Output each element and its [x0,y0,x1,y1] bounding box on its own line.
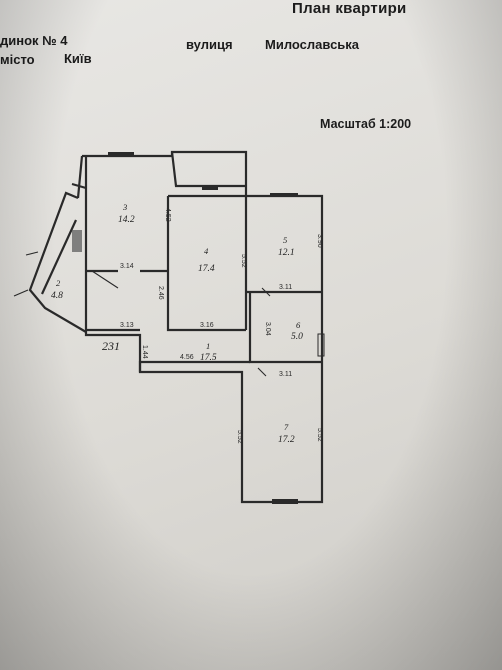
house-number: динок № 4 [0,33,68,48]
dim-label: 3.14 [120,263,134,270]
dim-label: 3.11 [279,284,292,291]
room-area: 4.8 [51,291,63,301]
dim-label: 5.52 [316,428,323,442]
room-6: 6 5.0 [291,320,303,342]
room-number: 1 [206,341,210,351]
interior-walls [86,194,322,372]
room-2: 2 4.8 [51,278,63,301]
apartment-code: 231 [102,339,120,353]
room-number: 7 [284,422,289,432]
dim-label: 3.04 [264,322,271,336]
room-area: 17.2 [278,435,295,445]
scale-label: Масштаб 1:200 [320,117,412,131]
outer-walls [28,150,324,504]
document-title: План квартири [292,0,407,17]
dim-label: 3.16 [200,322,214,329]
dim-label: 3.11 [279,371,292,378]
room-number: 3 [122,202,127,212]
room-number: 5 [283,235,287,245]
room-4: 4 17.4 [198,246,215,274]
street-value: Милославська [265,37,360,52]
room-5: 5 12.1 [278,235,295,258]
dim-label: 5.52 [240,254,247,268]
dim-label: 3.13 [120,322,134,329]
city-label: місто [0,52,35,67]
dim-label: 5.52 [236,430,243,444]
dim-label: 4.56 [180,354,194,361]
room-area: 12.1 [278,248,295,258]
room-1: 1 17.5 [200,341,217,363]
room-area: 17.5 [200,353,217,363]
dim-label: 1.44 [141,345,148,359]
dim-label: 2.46 [157,286,164,300]
dimension-labels: 4.52 3.14 3.13 5.52 2.46 3.16 3.90 3.11 … [120,208,323,444]
room-7: 7 17.2 [278,422,295,445]
room-number: 4 [204,246,209,256]
room-3: 3 14.2 [118,202,135,225]
room-area: 17.4 [198,264,215,274]
city-value: Київ [64,51,92,66]
street-label: вулиця [186,37,233,52]
dim-label: 4.52 [164,208,171,222]
room-area: 14.2 [118,215,135,225]
room-area: 5.0 [291,332,303,342]
room-number: 2 [56,278,61,288]
dim-label: 3.90 [316,234,323,248]
openings [13,152,325,504]
room-number: 6 [296,320,301,330]
